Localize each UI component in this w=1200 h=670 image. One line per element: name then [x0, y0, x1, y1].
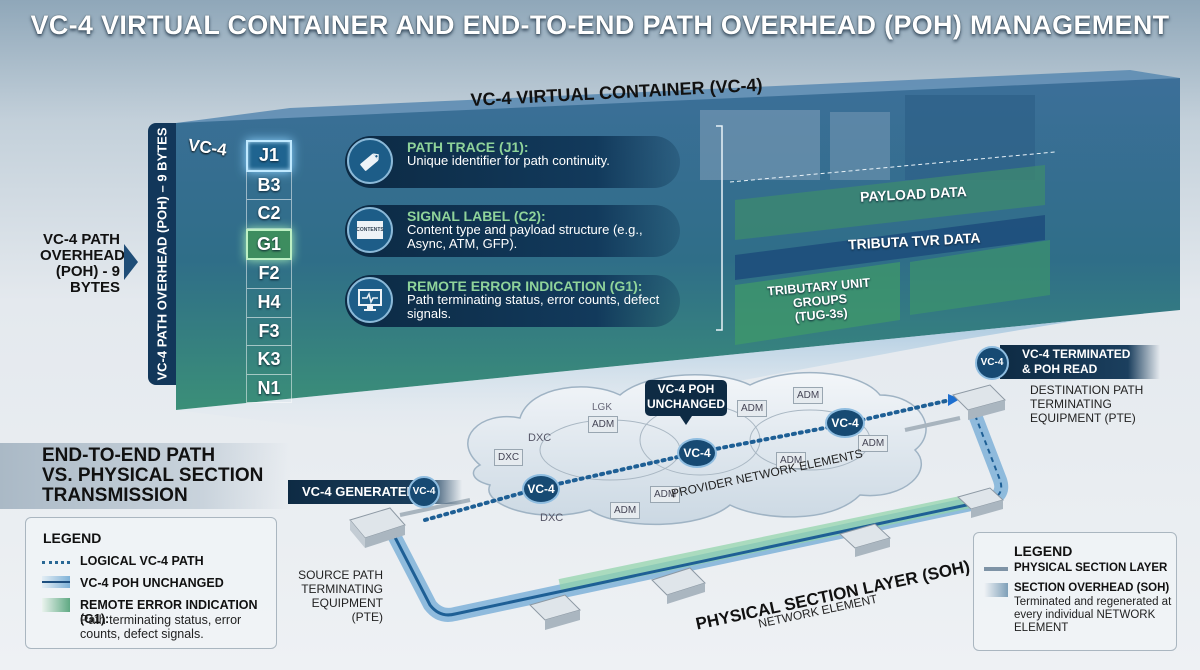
cloud-node-adm[interactable]: ADM: [610, 502, 641, 519]
cloud-node-adm[interactable]: ADM: [588, 416, 619, 433]
legend-item-soh-desc: Terminated and regenerated at every indi…: [1014, 596, 1172, 634]
switch-destination: [952, 384, 1006, 420]
banner-pointer-icon: [680, 416, 692, 425]
section-heading-band: [0, 443, 290, 509]
poh-unchanged-swatch-icon: [42, 576, 70, 588]
vc4-poh-unchanged-banner: VC-4 POH UNCHANGED: [645, 380, 727, 416]
switch-ne-2: [651, 567, 706, 604]
vc4-source-pin[interactable]: VC-4: [408, 476, 440, 508]
payload-dashed-line: [729, 151, 1056, 183]
cloud-node-adm[interactable]: ADM: [776, 452, 807, 469]
vc4-node-2[interactable]: VC-4: [677, 438, 717, 468]
cloud-node-adm[interactable]: ADM: [793, 387, 824, 404]
unchanged-banner-line2: UNCHANGED: [647, 397, 725, 411]
poh-bytes-column: J1 B3 C2 G1 F2 H4 F3 K3 N1: [246, 140, 292, 404]
poh-byte-f3[interactable]: F3: [246, 317, 292, 347]
diagram-title: VC-4 VIRTUAL CONTAINER AND END-TO-END PA…: [30, 10, 1170, 40]
cloud-node-adm[interactable]: ADM: [650, 486, 681, 503]
section-heading: END-TO-END PATH VS. PHYSICAL SECTION TRA…: [42, 446, 263, 506]
cloud-label-lgk: LGK: [592, 402, 613, 413]
legend-item-logical-path: LOGICAL VC-4 PATH: [80, 554, 204, 568]
source-pte-line3: EQUIPMENT (PTE): [311, 596, 383, 624]
vc4-node-1[interactable]: VC-4: [522, 474, 560, 504]
poh-side-label: VC-4 PATH OVERHEAD (POH) - 9 BYTES: [40, 231, 126, 296]
switch-ne-1: [529, 594, 581, 630]
poh-byte-j1[interactable]: J1: [246, 140, 292, 172]
poh-unchanged-line: [383, 498, 991, 617]
cloud-node-adm[interactable]: ADM: [858, 435, 889, 452]
path-arrowhead: [948, 394, 960, 406]
legend-title: LEGEND: [1014, 543, 1073, 559]
payload-blocks: [700, 95, 1050, 345]
legend-left: LEGEND LOGICAL VC-4 PATH VC-4 POH UNCHAN…: [25, 517, 277, 649]
poh-byte-g1[interactable]: G1: [246, 228, 292, 261]
callout-remote-error: REMOTE ERROR INDICATION (G1): Path termi…: [345, 275, 680, 327]
destination-pte-label: DESTINATION PATH TERMINATING EQUIPMENT (…: [1030, 383, 1143, 425]
cloud-node-dxc[interactable]: DXC: [494, 449, 524, 466]
dest-pte-line1: DESTINATION PATH: [1030, 383, 1144, 397]
cloud-label-dxc-lower: DXC: [540, 512, 564, 524]
poh-byte-c2[interactable]: C2: [246, 200, 292, 229]
container-shadow: [176, 320, 1080, 440]
payload-bracket: [716, 125, 723, 331]
legend-item-remote-error: REMOTE ERROR INDICATION (G1):: [80, 598, 258, 626]
switch-ne-4: [957, 487, 1004, 518]
callout-title: SIGNAL LABEL (C2):: [407, 208, 546, 224]
dest-pte-line3: EQUIPMENT (PTE): [1030, 411, 1136, 425]
poh-pointer-arrow-icon: [124, 244, 138, 280]
poh-byte-b3[interactable]: B3: [246, 171, 292, 201]
source-pte-line2: TERMINATING: [301, 582, 383, 596]
callout-title: REMOTE ERROR INDICATION (G1):: [407, 278, 643, 294]
legend-item-remote-error-desc: Path terminating status, error counts, d…: [80, 613, 242, 641]
legend-right: LEGEND PHYSICAL SECTION LAYER SECTION OV…: [973, 532, 1177, 651]
soh-green-band: [558, 490, 992, 593]
poh-byte-f2[interactable]: F2: [246, 260, 292, 289]
unchanged-banner-line1: VC-4 POH: [657, 382, 715, 396]
dest-pte-line2: TERMINATING: [1030, 397, 1112, 411]
section-heading-line1: END-TO-END PATH: [42, 445, 216, 466]
callout-title: PATH TRACE (J1):: [407, 139, 529, 155]
callout-desc: Unique identifier for path continuity.: [407, 153, 610, 168]
switch-source: [349, 507, 406, 548]
callout-desc: Path terminating status, error counts, d…: [407, 292, 660, 321]
soh-swatch-icon: [984, 583, 1008, 597]
legend-item-soh: SECTION OVERHEAD (SOH): [1014, 582, 1170, 594]
poh-vertical-band: VC-4 PATH OVERHEAD (POH) – 9 BYTES: [148, 123, 176, 385]
legend-item-poh-unchanged: VC-4 POH UNCHANGED: [80, 576, 224, 590]
source-pte-label: SOURCE PATH TERMINATING EQUIPMENT (PTE): [295, 568, 383, 624]
legend-title: LEGEND: [43, 530, 102, 546]
source-pte-line1: SOURCE PATH: [298, 568, 383, 582]
vc4-node-3[interactable]: VC-4: [825, 408, 865, 438]
poh-vertical-label: VC-4 PATH OVERHEAD (POH) – 9 BYTES: [154, 127, 170, 381]
poh-byte-h4[interactable]: H4: [246, 288, 292, 318]
tag-icon: [347, 138, 393, 184]
document-icon: CONTENTS: [347, 207, 393, 253]
document-icon-text: CONTENTS: [356, 221, 384, 239]
callout-signal-label: CONTENTS SIGNAL LABEL (C2): Content type…: [345, 205, 680, 257]
callout-path-trace: PATH TRACE (J1): Unique identifier for p…: [345, 136, 680, 188]
physical-layer-swatch-icon: [984, 567, 1008, 571]
access-link-dest: [904, 416, 961, 432]
terminated-banner-line1: VC-4 TERMINATED: [1022, 347, 1131, 361]
callout-desc: Content type and payload structure (e.g.…: [407, 222, 643, 251]
remote-error-swatch-icon: [42, 598, 70, 612]
section-heading-line3: TRANSMISSION: [42, 485, 188, 506]
monitor-pulse-icon: [347, 277, 393, 323]
cloud-node-adm[interactable]: ADM: [737, 400, 768, 417]
poh-byte-n1[interactable]: N1: [246, 374, 292, 404]
terminated-banner-line2: & POH READ: [1022, 362, 1098, 376]
poh-byte-k3[interactable]: K3: [246, 346, 292, 375]
switch-ne-3: [839, 523, 891, 557]
legend-item-physical-layer: PHYSICAL SECTION LAYER: [1014, 562, 1168, 574]
vc4-terminated-banner: VC-4 TERMINATED & POH READ: [1000, 345, 1160, 379]
section-heading-line2: VS. PHYSICAL SECTION: [42, 465, 264, 486]
vc4-destination-pin[interactable]: VC-4: [975, 346, 1009, 380]
cloud-label-dxc: DXC: [528, 432, 552, 444]
dotted-line-swatch-icon: [42, 561, 70, 564]
